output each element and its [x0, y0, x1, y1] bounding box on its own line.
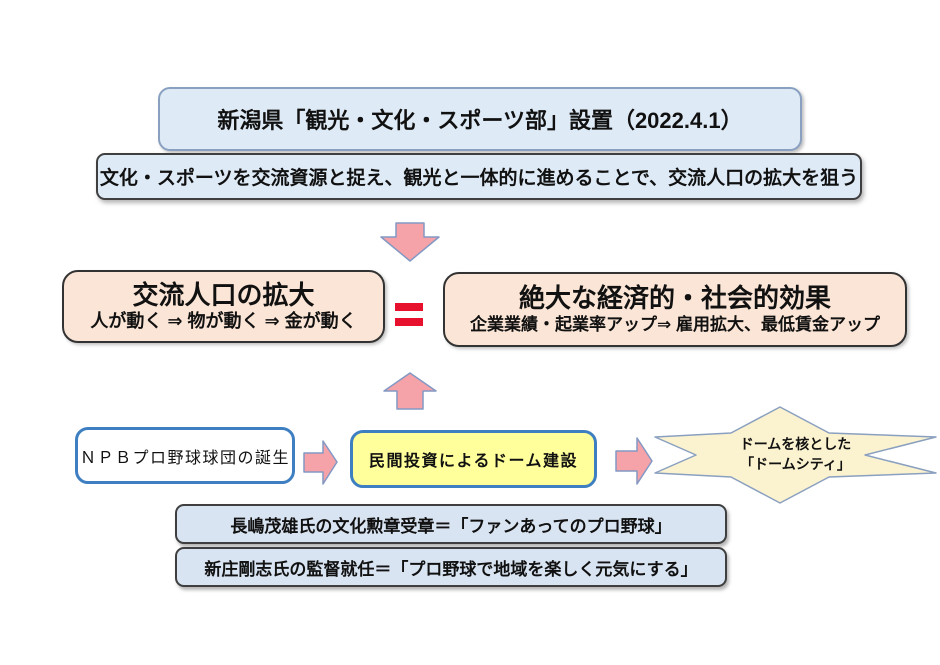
- dome-city-line1: ドームを核とした: [739, 436, 852, 453]
- equals-bar-top: [395, 303, 423, 311]
- economic-effect-title: 絶大な経済的・社会的効果: [518, 282, 831, 313]
- exchange-population-subtitle: 人が動く ⇒ 物が動く ⇒ 金が動く: [90, 310, 357, 331]
- down-arrow-icon: [380, 222, 440, 262]
- dome-city-burst: ドームを核とした 「ドームシティ」: [653, 406, 938, 504]
- economic-effect-subtitle: 企業業績・起業率アップ⇒ 雇用拡大、最低賃金アップ: [470, 314, 880, 334]
- economic-effect-box: 絶大な経済的・社会的効果 企業業績・起業率アップ⇒ 雇用拡大、最低賃金アップ: [443, 272, 907, 347]
- dome-city-label: ドームを核とした 「ドームシティ」: [653, 406, 938, 504]
- right-arrow-icon: [615, 437, 653, 485]
- dome-construction-box: 民間投資によるドーム建設: [350, 430, 597, 488]
- exchange-population-title: 交流人口の拡大: [132, 279, 315, 310]
- up-arrow-icon: [383, 372, 437, 410]
- note-shinjo: 新庄剛志氏の監督就任＝「プロ野球で地域を楽しく元気にする」: [175, 547, 727, 587]
- subtitle-box: 文化・スポーツを交流資源と捉え、観光と一体的に進めることで、交流人口の拡大を狙う: [96, 153, 862, 200]
- title-box: 新潟県「観光・文化・スポーツ部」設置（2022.4.1）: [158, 87, 802, 151]
- equals-bar-bottom: [395, 318, 423, 326]
- exchange-population-box: 交流人口の拡大 人が動く ⇒ 物が動く ⇒ 金が動く: [62, 270, 385, 343]
- equals-sign: [395, 303, 423, 326]
- dome-city-line2: 「ドームシティ」: [740, 456, 851, 472]
- npb-team-box: ＮＰＢプロ野球球団の誕生: [75, 427, 295, 484]
- right-arrow-icon: [303, 440, 338, 485]
- burst-shape-icon: [654, 406, 937, 504]
- note-nagashima: 長嶋茂雄氏の文化勲章受章＝「ファンあってのプロ野球」: [175, 504, 727, 544]
